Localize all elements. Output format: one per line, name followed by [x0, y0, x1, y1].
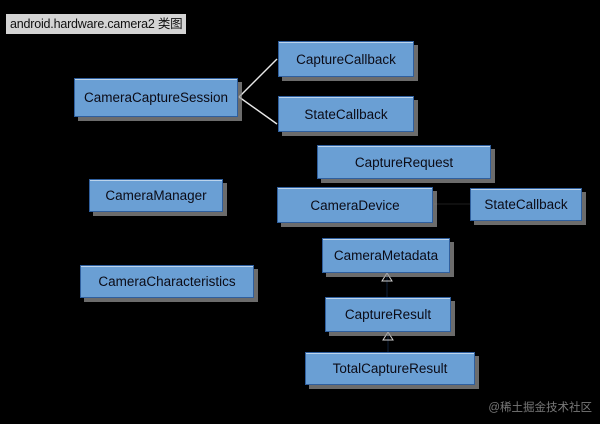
class-node-capture-callback[interactable]: CaptureCallback — [278, 41, 414, 77]
class-node-label: StateCallback — [304, 106, 388, 122]
class-node-camera-manager[interactable]: CameraManager — [89, 179, 223, 212]
class-node-label: CameraManager — [105, 188, 207, 203]
generalization-arrow-captureresult — [381, 272, 393, 282]
class-node-total-capture-result[interactable]: TotalCaptureResult — [305, 352, 475, 385]
generalization-arrow-total — [382, 331, 394, 341]
class-node-camera-metadata[interactable]: CameraMetadata — [322, 238, 450, 273]
class-node-camera-capture-session[interactable]: CameraCaptureSession — [74, 78, 238, 117]
class-node-label: CaptureCallback — [296, 51, 396, 67]
edge-session-capturecallback — [238, 58, 278, 98]
class-node-label: StateCallback — [484, 197, 568, 212]
class-node-capture-request[interactable]: CaptureRequest — [317, 145, 491, 179]
diagram-title: android.hardware.camera2 类图 — [6, 14, 187, 34]
edge-session-statecallback — [238, 96, 278, 125]
class-node-label: CaptureRequest — [354, 154, 454, 170]
class-node-state-callback-session[interactable]: StateCallback — [278, 96, 414, 132]
class-node-state-callback-device[interactable]: StateCallback — [470, 188, 582, 221]
class-node-label: CameraCaptureSession — [83, 90, 229, 105]
class-node-label: CaptureResult — [344, 307, 432, 322]
class-node-camera-characteristics[interactable]: CameraCharacteristics — [80, 265, 254, 298]
class-node-label: CameraCharacteristics — [98, 274, 236, 289]
class-node-label: TotalCaptureResult — [332, 361, 448, 376]
class-node-capture-result[interactable]: CaptureResult — [325, 297, 451, 332]
class-node-label: CameraMetadata — [333, 248, 439, 263]
watermark: @稀土掘金技术社区 — [488, 402, 592, 414]
class-node-label: CameraDevice — [310, 197, 400, 213]
class-node-camera-device[interactable]: CameraDevice — [277, 187, 433, 223]
